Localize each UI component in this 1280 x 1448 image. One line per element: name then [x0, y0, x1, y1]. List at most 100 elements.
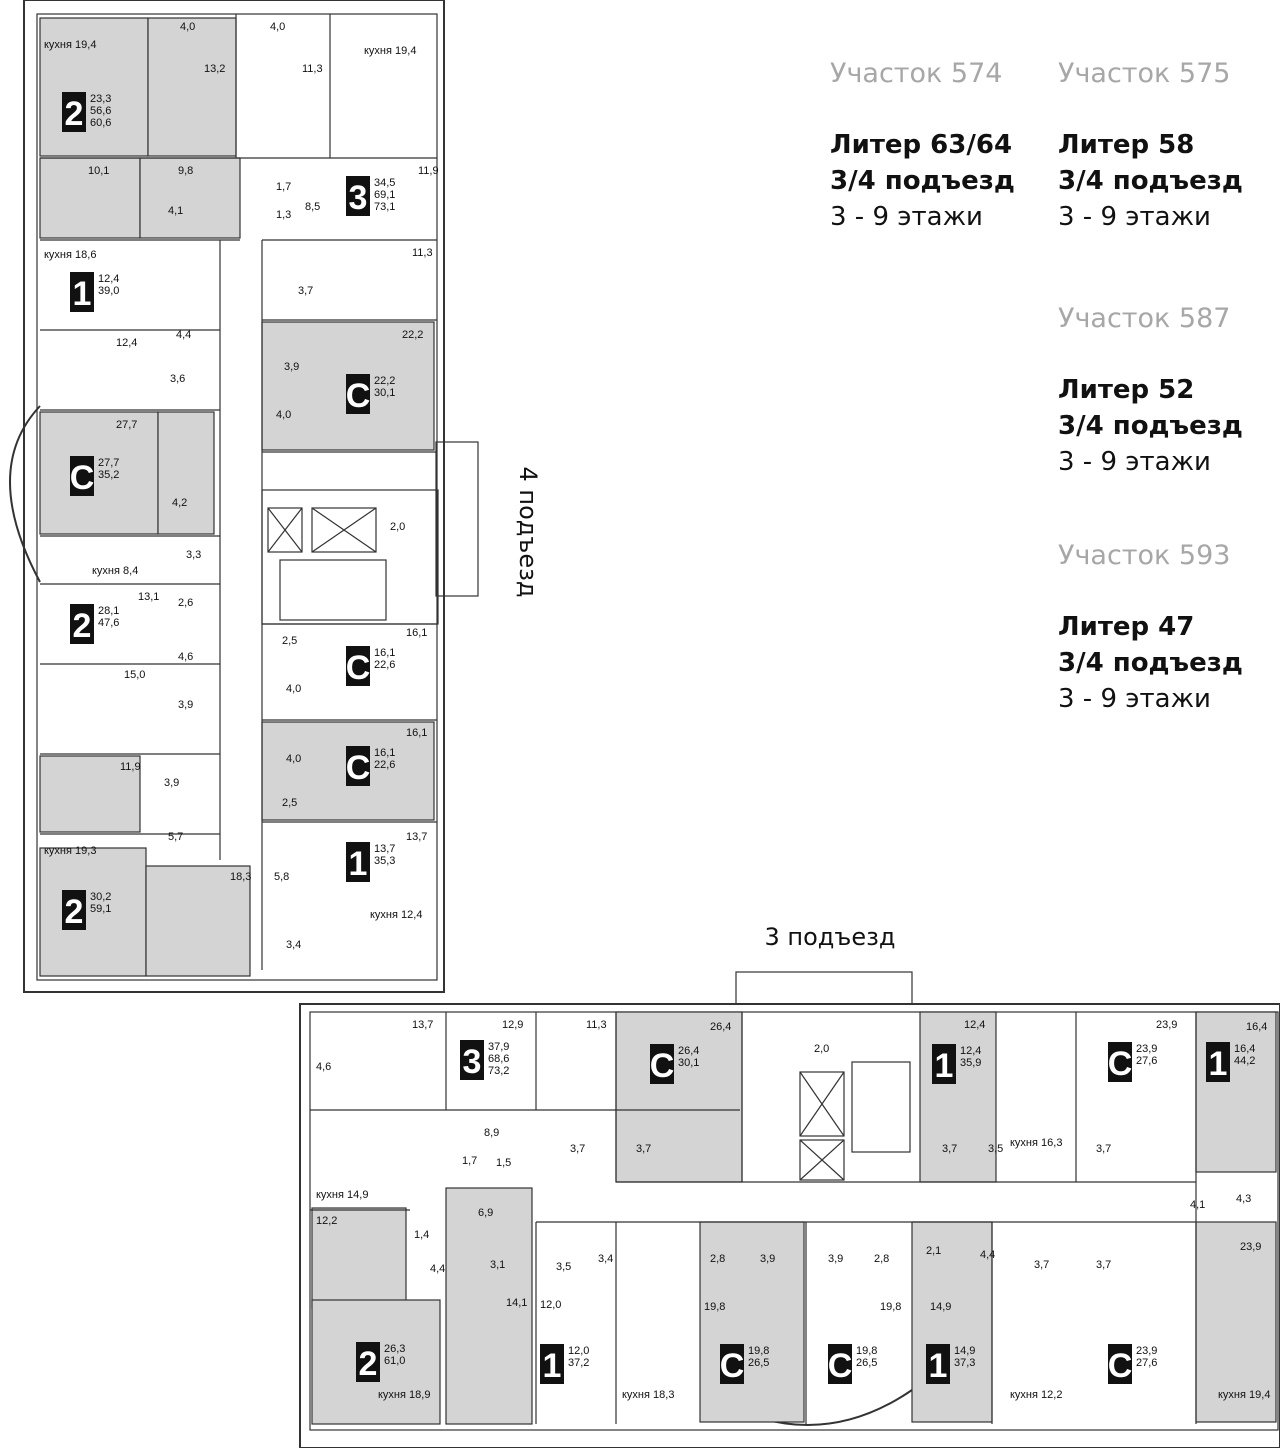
badge-box: [62, 92, 86, 132]
room-area-label: 2,1: [926, 1245, 941, 1257]
floor-range: 3 - 9 этажи: [1058, 202, 1211, 232]
room-area-label: кухня 19,4: [44, 39, 96, 51]
room-area-label: 14,1: [506, 1297, 527, 1309]
info-block-575: Участок 575 Литер 58 3/4 подъезд 3 - 9 э…: [1058, 58, 1243, 235]
badge-box: [650, 1044, 674, 1084]
tower3-inner: [309, 1011, 1279, 1431]
room-area-label: 23,9: [1240, 1241, 1261, 1253]
apartment-area: 27,6: [1136, 1357, 1157, 1369]
liter-name: Литер 63/64: [830, 130, 1013, 160]
room-area-label: 13,2: [204, 63, 225, 75]
info-block-593: Участок 593 Литер 47 3/4 подъезд 3 - 9 э…: [1058, 540, 1243, 717]
apartment-type: С: [1108, 1347, 1133, 1385]
room-area-label: 12,4: [964, 1019, 985, 1031]
room-area-label: 16,4: [1246, 1021, 1267, 1033]
room-area-label: 4,0: [270, 21, 285, 33]
apartment-area: 23,3: [90, 93, 111, 105]
apartment-area: 16,4: [1234, 1043, 1255, 1055]
room-area-label: 3,9: [178, 699, 193, 711]
room-area-label: 6,9: [478, 1207, 493, 1219]
tower4-inner: [36, 13, 438, 981]
room-area-label: 9,8: [178, 165, 193, 177]
apartment-area: 14,9: [954, 1345, 975, 1357]
apartment-area: 22,6: [374, 759, 395, 771]
room-area-label: 27,7: [116, 419, 137, 431]
room-area-label: 8,5: [305, 201, 320, 213]
room-area-label: 12,4: [116, 337, 137, 349]
apartment-area: 12,0: [568, 1345, 589, 1357]
room-area-label: 1,7: [276, 181, 291, 193]
apartment-area: 37,2: [568, 1357, 589, 1369]
room-area-label: 3,1: [490, 1259, 505, 1271]
room-area-label: 4,0: [276, 409, 291, 421]
liter-name: Литер 58: [1058, 130, 1195, 160]
room-area-label: кухня 18,3: [622, 1389, 674, 1401]
room-area-label: 3,7: [570, 1143, 585, 1155]
room-area-label: 8,9: [484, 1127, 499, 1139]
room-area-label: 4,6: [316, 1061, 331, 1073]
room-area-label: 11,3: [302, 63, 323, 75]
apartment-area: 26,4: [678, 1045, 699, 1057]
bay-window: [9, 405, 41, 583]
apartment-type: С: [828, 1347, 853, 1385]
info-block-587: Участок 587 Литер 52 3/4 подъезд 3 - 9 э…: [1058, 303, 1243, 480]
apartment-area: 44,2: [1234, 1055, 1255, 1067]
badge-box: [932, 1044, 956, 1084]
elevator: [311, 507, 377, 553]
apartment-area: 12,4: [98, 273, 119, 285]
apartment-area: 23,9: [1136, 1345, 1157, 1357]
room-area-label: 19,8: [880, 1301, 901, 1313]
stairs: [851, 1061, 911, 1153]
apartment-type: 3: [349, 179, 368, 217]
room-area-label: 12,0: [540, 1299, 561, 1311]
apartment-area: 47,6: [98, 617, 119, 629]
room-layer: [9, 0, 1280, 1448]
apartment-type: 2: [73, 607, 92, 645]
room-area-label: 3,4: [286, 939, 301, 951]
room-area-label: 22,2: [402, 329, 423, 341]
entrance-range: 3/4 подъезд: [1058, 648, 1243, 678]
floor-range: 3 - 9 этажи: [1058, 684, 1211, 714]
apartment-type: 1: [543, 1347, 562, 1385]
room-area-label: 4,2: [172, 497, 187, 509]
apartment-area: 28,1: [98, 605, 119, 617]
room-area-label: 3,7: [1034, 1259, 1049, 1271]
room-area-label: кухня 12,2: [1010, 1389, 1062, 1401]
room-area-label: 26,4: [710, 1021, 731, 1033]
apartment-type: 3: [463, 1043, 482, 1081]
room-area-label: 3,5: [988, 1143, 1003, 1155]
apartment-area: 69,1: [374, 189, 395, 201]
badge-box: [346, 746, 370, 786]
apartment-area: 16,1: [374, 647, 395, 659]
apartment-type: 1: [929, 1347, 948, 1385]
apartment-area: 37,9: [488, 1041, 509, 1053]
badge-box: [460, 1040, 484, 1080]
stairs: [279, 559, 387, 621]
room-area-label: 4,4: [980, 1249, 995, 1261]
apartment-type: С: [346, 377, 371, 415]
apartment-area: 16,1: [374, 747, 395, 759]
badge-box: [1108, 1042, 1132, 1082]
badge-box: [346, 176, 370, 216]
entrance-range: 3/4 подъезд: [830, 166, 1015, 196]
room-area-label: 5,8: [274, 871, 289, 883]
apartment-type: 1: [349, 845, 368, 883]
apartment-area: 30,1: [678, 1057, 699, 1069]
apartment-type: С: [346, 649, 371, 687]
room-area-label: 1,4: [414, 1229, 429, 1241]
room-area-label: 3,9: [284, 361, 299, 373]
apartment-area: 30,2: [90, 891, 111, 903]
apartment-area: 26,5: [748, 1357, 769, 1369]
apartment-type: 1: [935, 1047, 954, 1085]
entrance-4-label: 4 подъезд: [514, 467, 542, 598]
liter-name: Литер 52: [1058, 375, 1195, 405]
apartment-badge: 2 28,147,6: [70, 604, 119, 645]
